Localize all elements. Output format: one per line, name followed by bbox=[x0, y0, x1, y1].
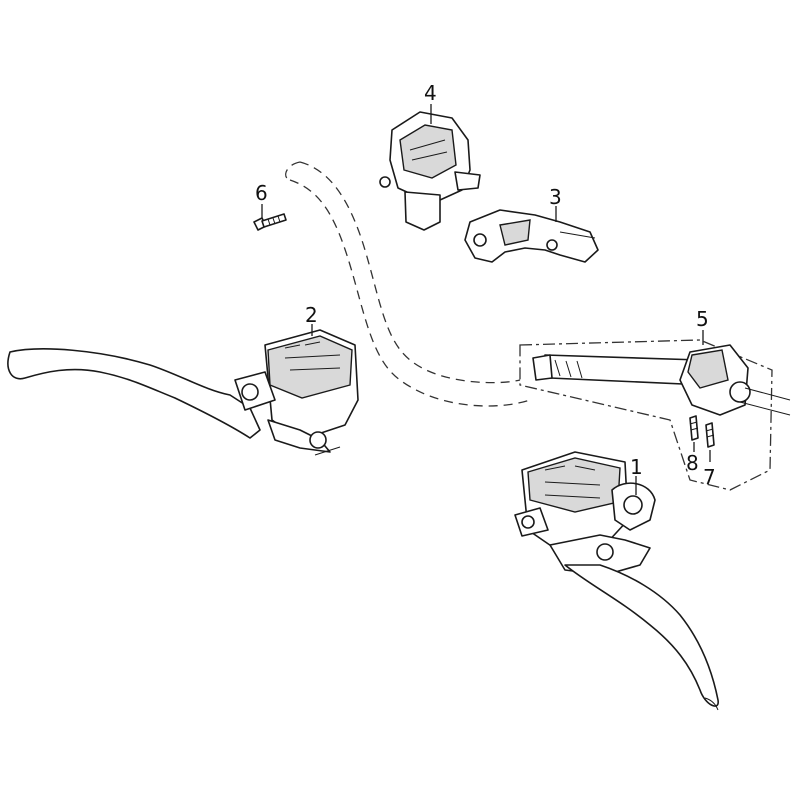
callout-2: 2 bbox=[305, 303, 318, 327]
callout-8: 8 bbox=[686, 451, 699, 475]
callout-3: 3 bbox=[549, 185, 562, 209]
callout-1: 1 bbox=[630, 455, 643, 479]
leader-lines bbox=[261, 104, 711, 495]
right-brake-lever-part-1[interactable] bbox=[514, 451, 719, 711]
throttle-assembly-part-5[interactable] bbox=[532, 344, 791, 416]
callout-7: 7 bbox=[703, 465, 716, 489]
callout-5: 5 bbox=[696, 307, 709, 331]
switch-assembly-part-4[interactable] bbox=[379, 111, 481, 231]
screw-part-8[interactable] bbox=[689, 415, 699, 441]
screw-part-7[interactable] bbox=[705, 422, 715, 448]
callout-6: 6 bbox=[255, 181, 268, 205]
handlebar-outline bbox=[285, 161, 531, 407]
left-brake-lever-part-2[interactable] bbox=[7, 329, 359, 456]
bracket-part-3[interactable] bbox=[464, 209, 599, 263]
bolt-part-6[interactable] bbox=[253, 213, 287, 231]
throttle-group-boundary bbox=[519, 339, 773, 491]
callout-4: 4 bbox=[424, 81, 437, 105]
